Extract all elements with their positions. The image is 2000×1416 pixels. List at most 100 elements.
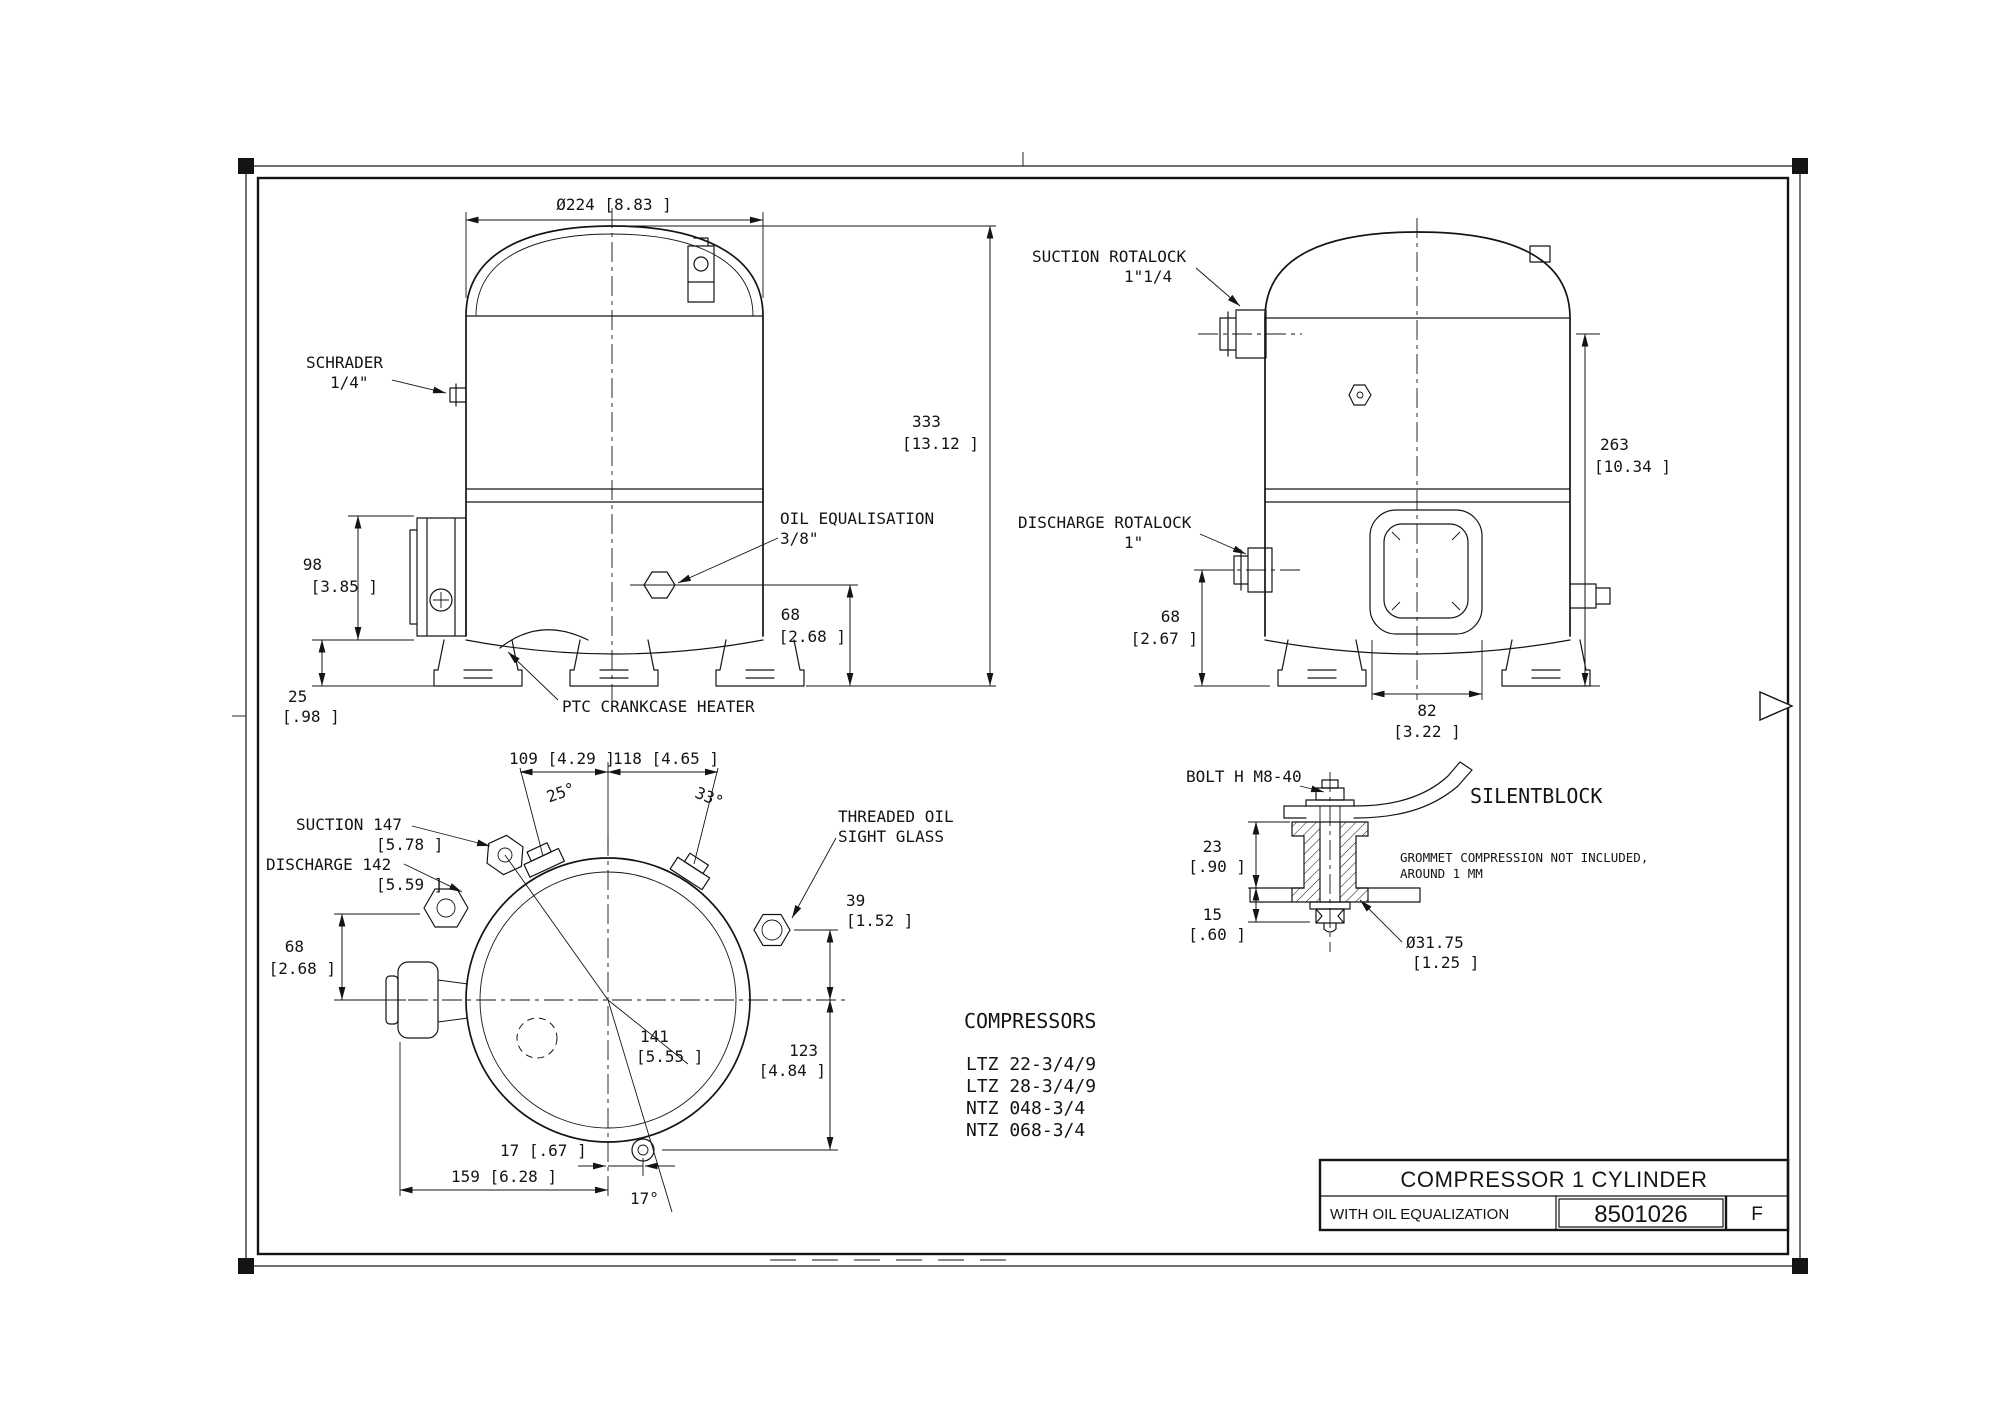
dim-68-top-extensions [334,913,420,1001]
earth-screw [429,588,453,612]
discharge-rotalock-fitting [1233,547,1273,593]
top-dim-159: 159 [6.28 ] [451,1167,557,1186]
cable-gland [1569,583,1611,609]
side-dim-263-mm: 263 [1600,435,1629,454]
drawing-frame [232,152,1808,1274]
title-block-border [1318,1158,1790,1232]
drawing-number-box [1558,1198,1724,1228]
silentblock-dim-15-mm: 15 [1203,905,1222,924]
suction-port-hole [497,847,513,863]
discharge-dim-leader [403,863,463,893]
front-view: Ø224 [8.83 ] 333 [13.12 ] 98 [3.85 ] 25 … [282,195,996,726]
front-dim-333-mm: 333 [912,412,941,431]
top-discharge-dim: DISCHARGE 142 [266,855,391,874]
front-dim-98-in: [3.85 ] [311,577,378,596]
top-dim-39-in: [1.52 ] [846,911,913,930]
dim-333-extensions [620,225,996,687]
sight-glass-label-line2: SIGHT GLASS [838,827,944,846]
compressor-list-heading: COMPRESSORS [964,1009,1096,1033]
suction-rotalock-fitting [1219,309,1267,359]
weld-seams-front [465,315,764,503]
lifting-lug [687,237,715,303]
weld-seams-side [1264,317,1571,503]
front-dim-25-in: [.98 ] [282,707,340,726]
oil-eq-leader-line [677,537,779,584]
mounting-plate [1249,887,1421,903]
discharge-rotalock-label-line2: 1" [1124,533,1143,552]
compressor-foot-bracket [1283,761,1473,819]
suction-rotalock-label-line2: 1"1/4 [1124,267,1172,286]
side-dim-68-mm: 68 [1161,607,1180,626]
grommet-note-line1: GROMMET COMPRESSION NOT INCLUDED, [1400,850,1648,865]
top-angle-17: 17° [630,1189,659,1208]
oil-plug-hex [1348,384,1372,406]
grommet-note-line2: AROUND 1 MM [1400,866,1483,881]
sight-glass-housing-inner [1383,523,1469,619]
crosshair-centerlines [408,836,846,1198]
frame-inner-border [256,176,1790,1256]
front-dim-98-mm: 98 [303,555,322,574]
discharge-port-hex-body [423,888,469,928]
schrader-leader-line [391,379,447,394]
grommet-diameter-mm: Ø31.75 [1406,933,1464,952]
top-dim-68-in: [2.68 ] [269,959,336,978]
suction-rotalock-label-line1: SUCTION ROTALOCK [1032,247,1186,266]
discharge-leader-line [1199,533,1247,555]
ptc-crankcase-heater [499,629,589,649]
top-fitting-25deg-cap [526,842,552,862]
sight-glass-housing-outer [1369,509,1483,635]
side-dim-82-mm: 82 [1417,701,1436,720]
top-dim-118: 118 [4.65 ] [613,749,719,768]
bolt-head-cap [1321,779,1339,789]
top-suction-dim: SUCTION 147 [296,815,402,834]
compressor-model-1: LTZ 22-3/4/9 [966,1054,1096,1075]
silentblock-dim-extensions [1248,821,1310,923]
ptc-label: PTC CRANKCASE HEATER [562,697,755,716]
shell-bottom-side [1264,639,1571,655]
compressor-model-4: NTZ 068-3/4 [966,1120,1085,1141]
sight-glass-corner-marks [1391,531,1461,611]
grommet-diameter-in: [1.25 ] [1412,953,1479,972]
title-block-subtitle: WITH OIL EQUALIZATION [1330,1206,1509,1223]
revision-letter: F [1751,1204,1763,1225]
compressor-list: COMPRESSORS LTZ 22-3/4/9 LTZ 28-3/4/9 NT… [964,1009,1096,1141]
front-dim-333-in: [13.12 ] [902,434,979,453]
side-dim-82-in: [3.22 ] [1393,722,1460,741]
terminal-box [409,517,467,637]
earth-screw-cross [433,592,449,608]
top-angle-33: 33° [692,783,726,811]
silentblock-title: SILENTBLOCK [1470,784,1602,808]
front-dim-25-mm: 25 [288,687,307,706]
top-dim-141-in: [5.55 ] [636,1047,703,1066]
top-suction-dim-in: [5.78 ] [376,835,443,854]
grommet-diameter-leader [1359,899,1403,943]
oil-plug-center [1356,391,1364,399]
shell-bottom-front [465,639,764,655]
discharge-rotalock-label-line1: DISCHARGE ROTALOCK [1018,513,1192,532]
suction-leader-line [1195,267,1241,307]
corner-mark-top-left [238,158,254,174]
dim-82-extensions [1371,640,1483,700]
compressor-model-3: NTZ 048-3/4 [966,1098,1085,1119]
dim-68-extensions [678,584,858,687]
schrader-valve [449,383,467,407]
top-view: 109 [4.29 ] 118 [4.65 ] 25° 33° SUCTION … [266,749,954,1213]
ptc-leader-line [507,651,559,701]
top-dim-39-mm: 39 [846,891,865,910]
title-block-title: COMPRESSOR 1 CYLINDER [1400,1167,1707,1192]
title-block: COMPRESSOR 1 CYLINDER WITH OIL EQUALIZAT… [1318,1158,1790,1232]
top-dim-123-in: [4.84 ] [759,1061,826,1080]
top-angle-25: 25° [544,779,578,807]
lock-nut [1315,908,1345,924]
side-dim-263-in: [10.34 ] [1594,457,1671,476]
bolt-label: BOLT H M8-40 [1186,767,1302,786]
radial-reference-lines [504,854,689,1213]
top-discharge-dim-in: [5.59 ] [376,875,443,894]
front-dim-68-in: [2.68 ] [779,627,846,646]
corner-mark-bottom-right [1792,1258,1808,1274]
dim-68-side-extensions [1194,569,1270,687]
washer-bottom [1309,901,1351,910]
schrader-label-line1: SCHRADER [306,353,383,372]
